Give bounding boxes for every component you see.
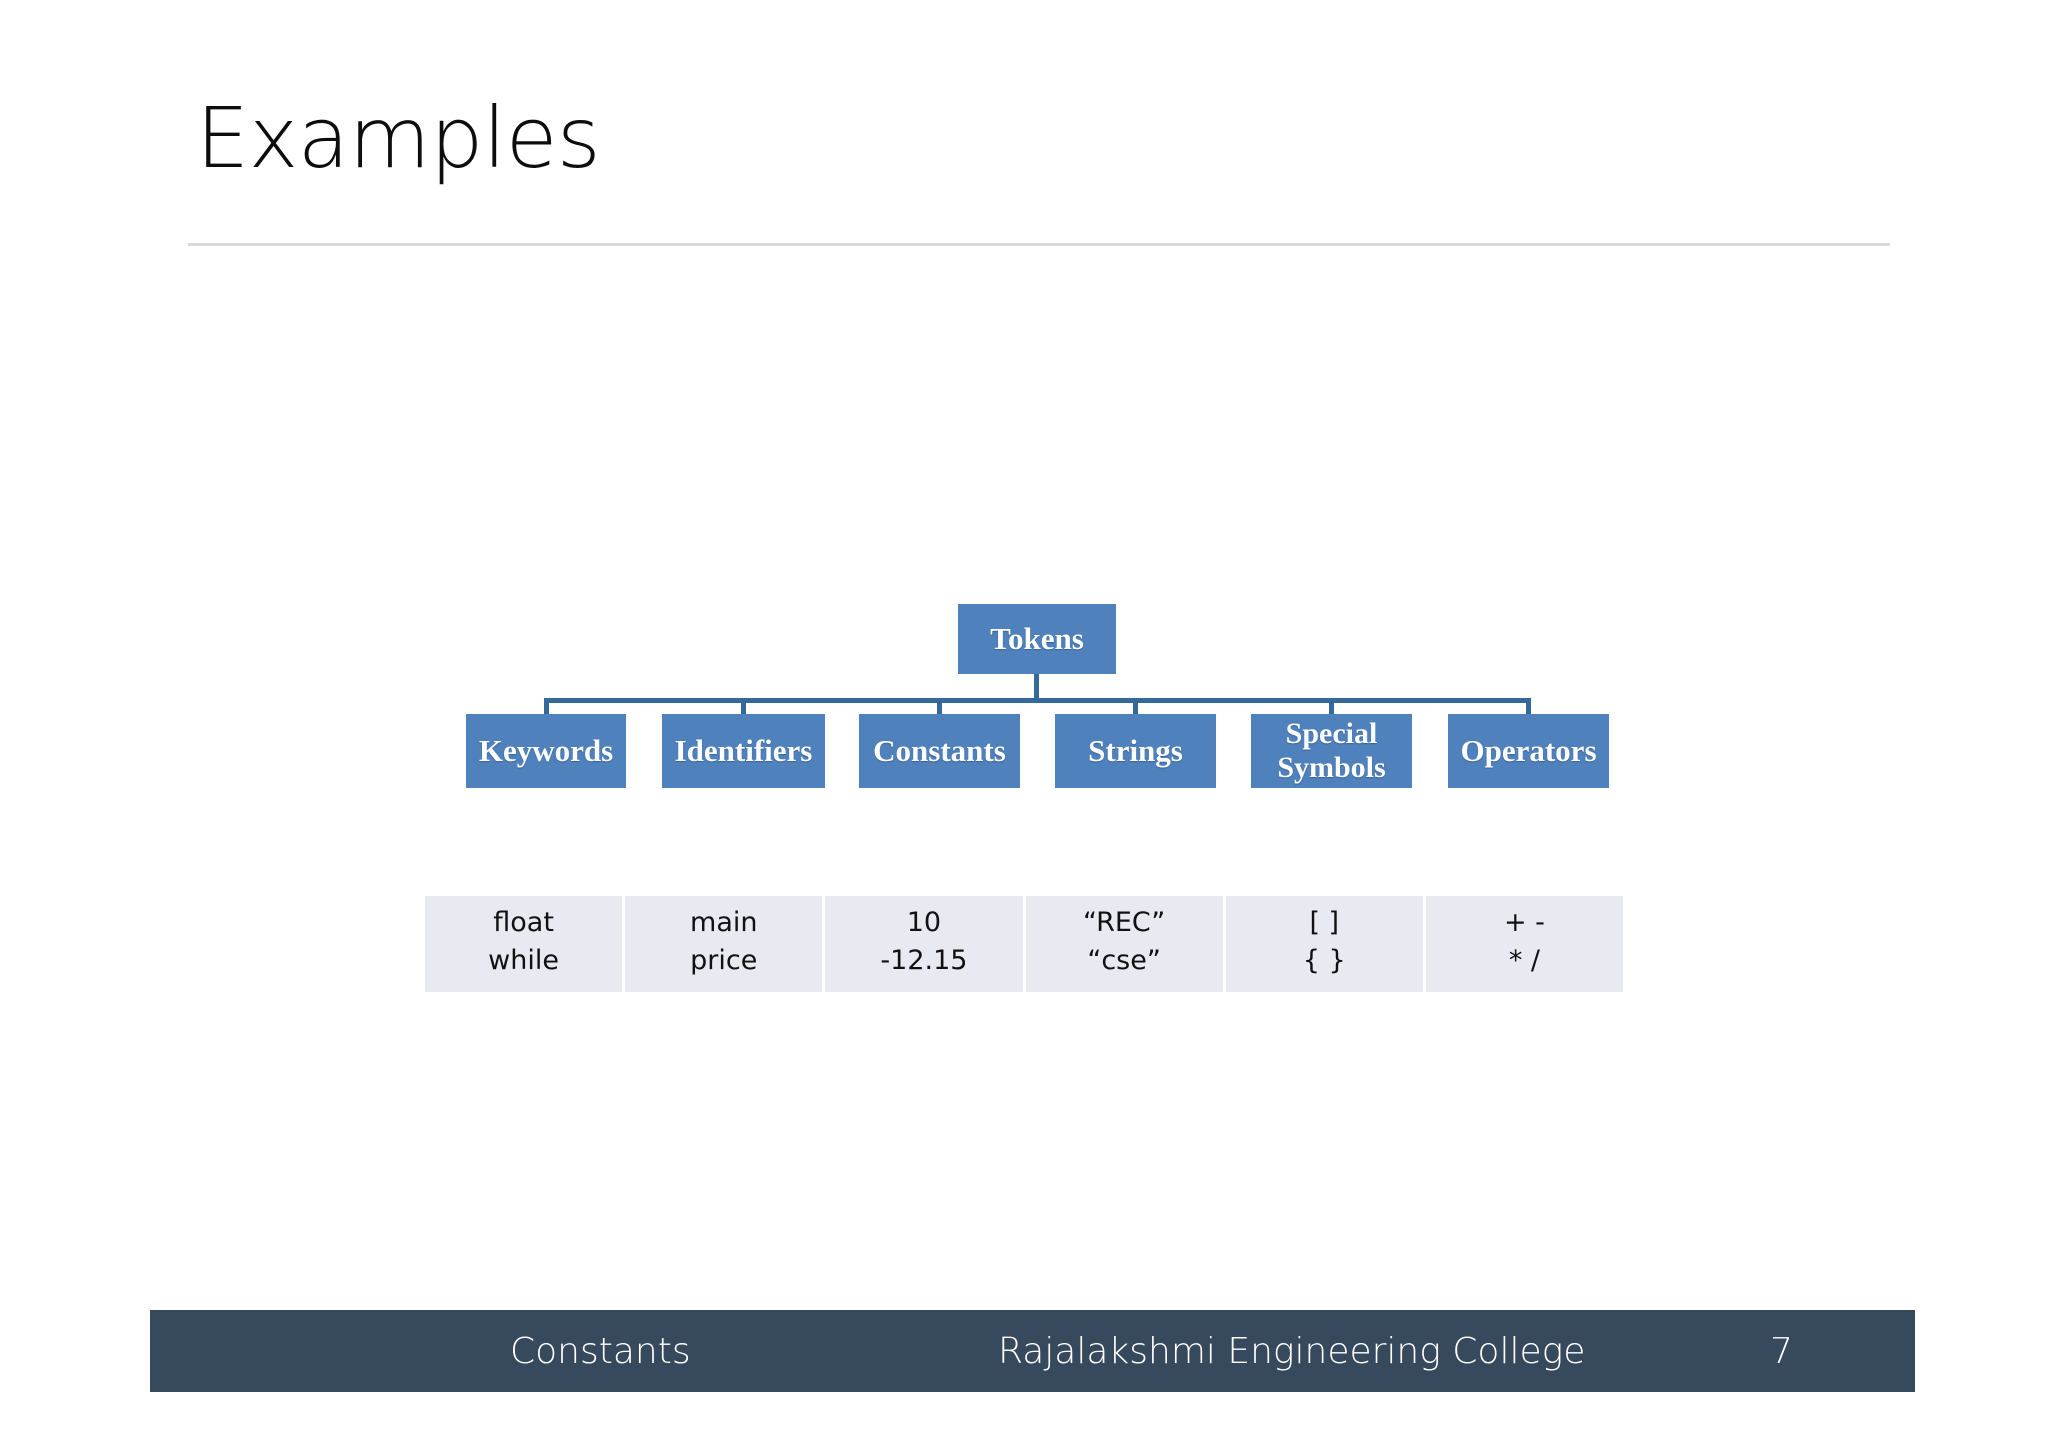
special-symbols-line-2: Symbols xyxy=(1277,751,1386,784)
footer-section-label: Constants xyxy=(510,1330,691,1372)
footer-page-number: 7 xyxy=(1770,1330,1793,1372)
connector-drop-keywords xyxy=(544,698,549,716)
examples-table: float while main price 10 -12.15 “REC” “… xyxy=(425,896,1624,992)
table-cell: price xyxy=(690,944,758,976)
connector-drop-operators xyxy=(1526,698,1531,716)
org-node-keywords: Keywords xyxy=(466,714,626,788)
table-cell: * / xyxy=(1508,944,1541,976)
connector-drop-constants xyxy=(937,698,942,716)
table-column-strings: “REC” “cse” xyxy=(1025,896,1223,992)
connector-drop-identifiers xyxy=(741,698,746,716)
table-cell: [ ] xyxy=(1309,907,1340,938)
title-divider xyxy=(188,243,1890,246)
connector-drop-strings xyxy=(1133,698,1138,716)
org-node-identifiers: Identifiers xyxy=(662,714,825,788)
table-cell: main xyxy=(690,907,758,938)
table-column-special-symbols: [ ] { } xyxy=(1225,896,1423,992)
org-node-special-symbols: Special Symbols xyxy=(1251,714,1412,788)
table-cell: { } xyxy=(1302,944,1346,976)
connector-horizontal-bus xyxy=(544,698,1530,703)
table-cell: “cse” xyxy=(1087,944,1161,976)
special-symbols-line-1: Special xyxy=(1285,717,1378,751)
table-cell: while xyxy=(488,944,559,976)
table-cell: 10 xyxy=(906,907,942,938)
org-node-operators: Operators xyxy=(1448,714,1609,788)
table-column-operators: + - * / xyxy=(1425,896,1624,992)
table-cell: float xyxy=(493,907,554,938)
connector-root-stem xyxy=(1034,674,1039,701)
table-column-keywords: float while xyxy=(425,896,623,992)
table-cell: -12.15 xyxy=(880,944,968,976)
table-cell: “REC” xyxy=(1082,907,1166,938)
connector-drop-special-symbols xyxy=(1329,698,1334,716)
table-column-identifiers: main price xyxy=(625,896,823,992)
page-title: Examples xyxy=(196,89,601,187)
org-node-tokens: Tokens xyxy=(958,604,1116,674)
org-node-strings: Strings xyxy=(1055,714,1216,788)
table-column-constants: 10 -12.15 xyxy=(825,896,1023,992)
footer-institution-name: Rajalakshmi Engineering College xyxy=(998,1330,1586,1372)
org-node-constants: Constants xyxy=(859,714,1020,788)
table-cell: + - xyxy=(1503,907,1545,938)
slide-footer: Constants Rajalakshmi Engineering Colleg… xyxy=(150,1310,1915,1392)
